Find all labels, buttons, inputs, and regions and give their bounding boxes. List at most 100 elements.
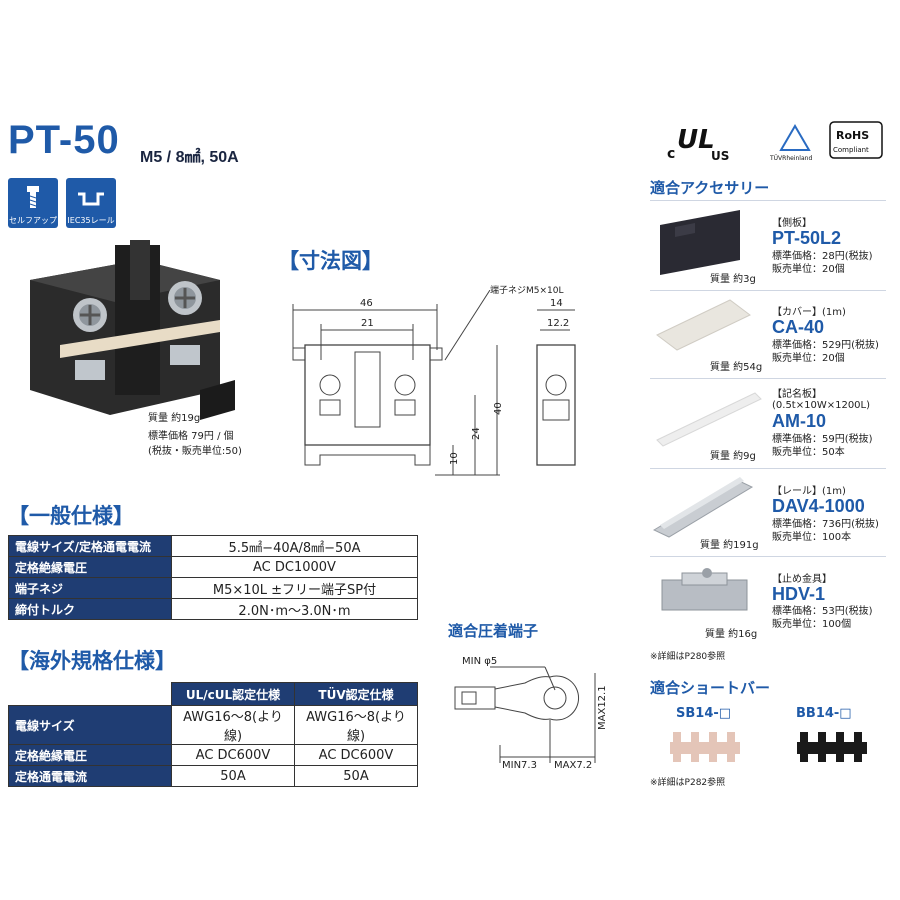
crimp-min-len: MIN7.3 — [502, 760, 537, 770]
svg-text:40: 40 — [493, 402, 504, 415]
accessory-price: 標準価格：736円(税抜) — [772, 519, 879, 530]
rohs-bottom-text: Compliant — [833, 146, 869, 154]
svg-text:14: 14 — [550, 298, 563, 309]
table-row: 電線サイズ/定格通電電流 5.5㎟−40A/8㎟−50A — [8, 535, 418, 557]
accessory-price: 標準価格：53円(税抜) — [772, 606, 873, 617]
accessories-note: ※詳細はP280参照 — [650, 652, 726, 662]
product-weight: 質量 約19g — [148, 413, 201, 424]
screw-label: 端子ネジM5×10L — [490, 286, 564, 296]
short-bar-images — [670, 732, 867, 762]
accessory-category: 【側板】 — [772, 218, 812, 229]
accessory-unit: 販売単位：100個 — [772, 619, 852, 630]
short-bar-heading: 適合ショートバー — [650, 679, 771, 697]
accessory-weight: 質量 約16g — [705, 629, 758, 640]
table-header-row: UL/cUL認定仕様 TÜV認定仕様 — [9, 682, 418, 706]
accessory-weight: 質量 約54g — [710, 362, 763, 373]
spec-label: 定格絶縁電圧 — [8, 556, 172, 578]
short-bar-name: SB14-□ — [676, 706, 732, 721]
spec-value: 2.0N･m〜3.0N･m — [171, 598, 418, 620]
crimp-max-len: MAX7.2 — [554, 760, 592, 770]
accessory-unit: 販売単位：50本 — [772, 447, 845, 458]
accessory-unit: 販売単位：20個 — [772, 353, 845, 364]
spec-value: M5×10L ±フリー端子SP付 — [171, 577, 418, 599]
spec-label: 締付トルク — [8, 598, 172, 620]
feature-din-rail: IEC35レール — [66, 178, 116, 228]
column-header: TÜV認定仕様 — [294, 682, 418, 706]
accessory-weight: 質量 約3g — [710, 274, 756, 285]
crimp-min-hole: MIN φ5 — [462, 656, 497, 667]
accessory-divider — [650, 290, 886, 291]
table-row: 電線サイズ AWG16〜8(より線) AWG16〜8(より線) — [8, 705, 418, 745]
feature-self-up: セルフアップ — [8, 178, 58, 228]
accessory-price: 標準価格：59円(税抜) — [772, 434, 873, 445]
accessory-name: AM-10 — [772, 411, 827, 431]
accessory-category: 【カバー】(1m) — [772, 307, 846, 318]
short-bar-name: BB14-□ — [796, 706, 852, 721]
cover-image — [656, 299, 751, 351]
accessory-name: DAV4-1000 — [772, 496, 865, 516]
tuv-text: TÜVRheinland — [769, 155, 812, 162]
accessory-category: 【止め金具】 — [772, 574, 832, 585]
svg-text:10: 10 — [449, 452, 460, 465]
table-row: 締付トルク 2.0N･m〜3.0N･m — [8, 598, 418, 620]
product-title: PT-50 — [8, 118, 120, 162]
overseas-spec-heading: 【海外規格仕様】 — [8, 649, 176, 673]
table-row: 定格絶縁電圧 AC DC600V AC DC600V — [8, 744, 418, 766]
svg-text:12.2: 12.2 — [547, 318, 569, 329]
table-row: 端子ネジ M5×10L ±フリー端子SP付 — [8, 577, 418, 599]
spec-value: AWG16〜8(より線) — [294, 705, 418, 745]
accessory-weight: 質量 約9g — [710, 451, 756, 462]
accessory-name: PT-50L2 — [772, 228, 842, 248]
spec-value: AWG16〜8(より線) — [171, 705, 295, 745]
din-rail-icon — [78, 192, 104, 206]
short-bar-sb14 — [670, 732, 740, 762]
ul-us-text: US — [711, 149, 729, 163]
feature-label: IEC35レール — [67, 216, 115, 225]
spec-label: 定格絶縁電圧 — [8, 744, 172, 766]
accessory-category: 【記名板】(0.5t×10W×1200L) — [772, 389, 871, 411]
table-row: 定格絶縁電圧 AC DC1000V — [8, 556, 418, 578]
accessory-unit: 販売単位：20個 — [772, 264, 845, 275]
general-spec-table: 電線サイズ/定格通電電流 5.5㎟−40A/8㎟−50A 定格絶縁電圧 AC D… — [8, 535, 418, 620]
product-price: 標準価格 79円 / 個 — [148, 431, 234, 442]
svg-text:UL: UL — [677, 125, 715, 155]
spec-label: 端子ネジ — [8, 577, 172, 599]
end-stop-image — [661, 568, 748, 611]
product-subtitle: M5 / 8㎟, 50A — [140, 149, 239, 166]
accessory-name: CA-40 — [772, 317, 825, 337]
svg-text:46: 46 — [360, 298, 373, 309]
overseas-spec-table: UL/cUL認定仕様 TÜV認定仕様 電線サイズ AWG16〜8(より線) AW… — [8, 682, 418, 787]
spec-value: 50A — [294, 765, 418, 787]
short-bar-note: ※詳細はP282参照 — [650, 778, 726, 788]
spec-label: 定格通電電流 — [8, 765, 172, 787]
spec-value: AC DC600V — [171, 744, 295, 766]
general-spec-heading: 【一般仕様】 — [8, 504, 134, 528]
accessory-name: HDV-1 — [772, 584, 826, 604]
accessory-weight: 質量 約191g — [700, 540, 759, 551]
column-header: UL/cUL認定仕様 — [171, 682, 295, 706]
dimension-drawing: 46 21 14 12.2 40 24 10 — [292, 290, 576, 476]
din-rail-image — [652, 477, 754, 538]
accessory-category: 【レール】(1m) — [772, 486, 846, 497]
ul-logo: c UL US — [667, 125, 729, 163]
product-price-note: (税抜・販売単位:50) — [148, 446, 242, 457]
accessory-unit: 販売単位：100本 — [772, 532, 852, 543]
spec-value: 50A — [171, 765, 295, 787]
accessory-divider — [650, 378, 886, 379]
feature-label: セルフアップ — [9, 216, 57, 225]
spec-value: AC DC600V — [294, 744, 418, 766]
accessory-divider — [650, 556, 886, 557]
spec-label: 電線サイズ — [8, 705, 172, 745]
tuv-logo: TÜVRheinland — [769, 124, 812, 162]
accessory-price: 標準価格：529円(税抜) — [772, 340, 879, 351]
crimp-heading: 適合圧着端子 — [448, 622, 539, 640]
svg-text:24: 24 — [471, 427, 482, 440]
spec-value: 5.5㎟−40A/8㎟−50A — [171, 535, 418, 557]
product-image — [30, 240, 235, 420]
accessory-divider — [650, 200, 886, 201]
screw-icon — [27, 186, 39, 208]
certification-logos: c UL US TÜVRheinland RoHS Compliant — [667, 121, 883, 163]
accessory-price: 標準価格：28円(税抜) — [772, 251, 873, 262]
dimension-heading: 【寸法図】 — [278, 249, 383, 273]
rohs-top-text: RoHS — [836, 129, 869, 142]
